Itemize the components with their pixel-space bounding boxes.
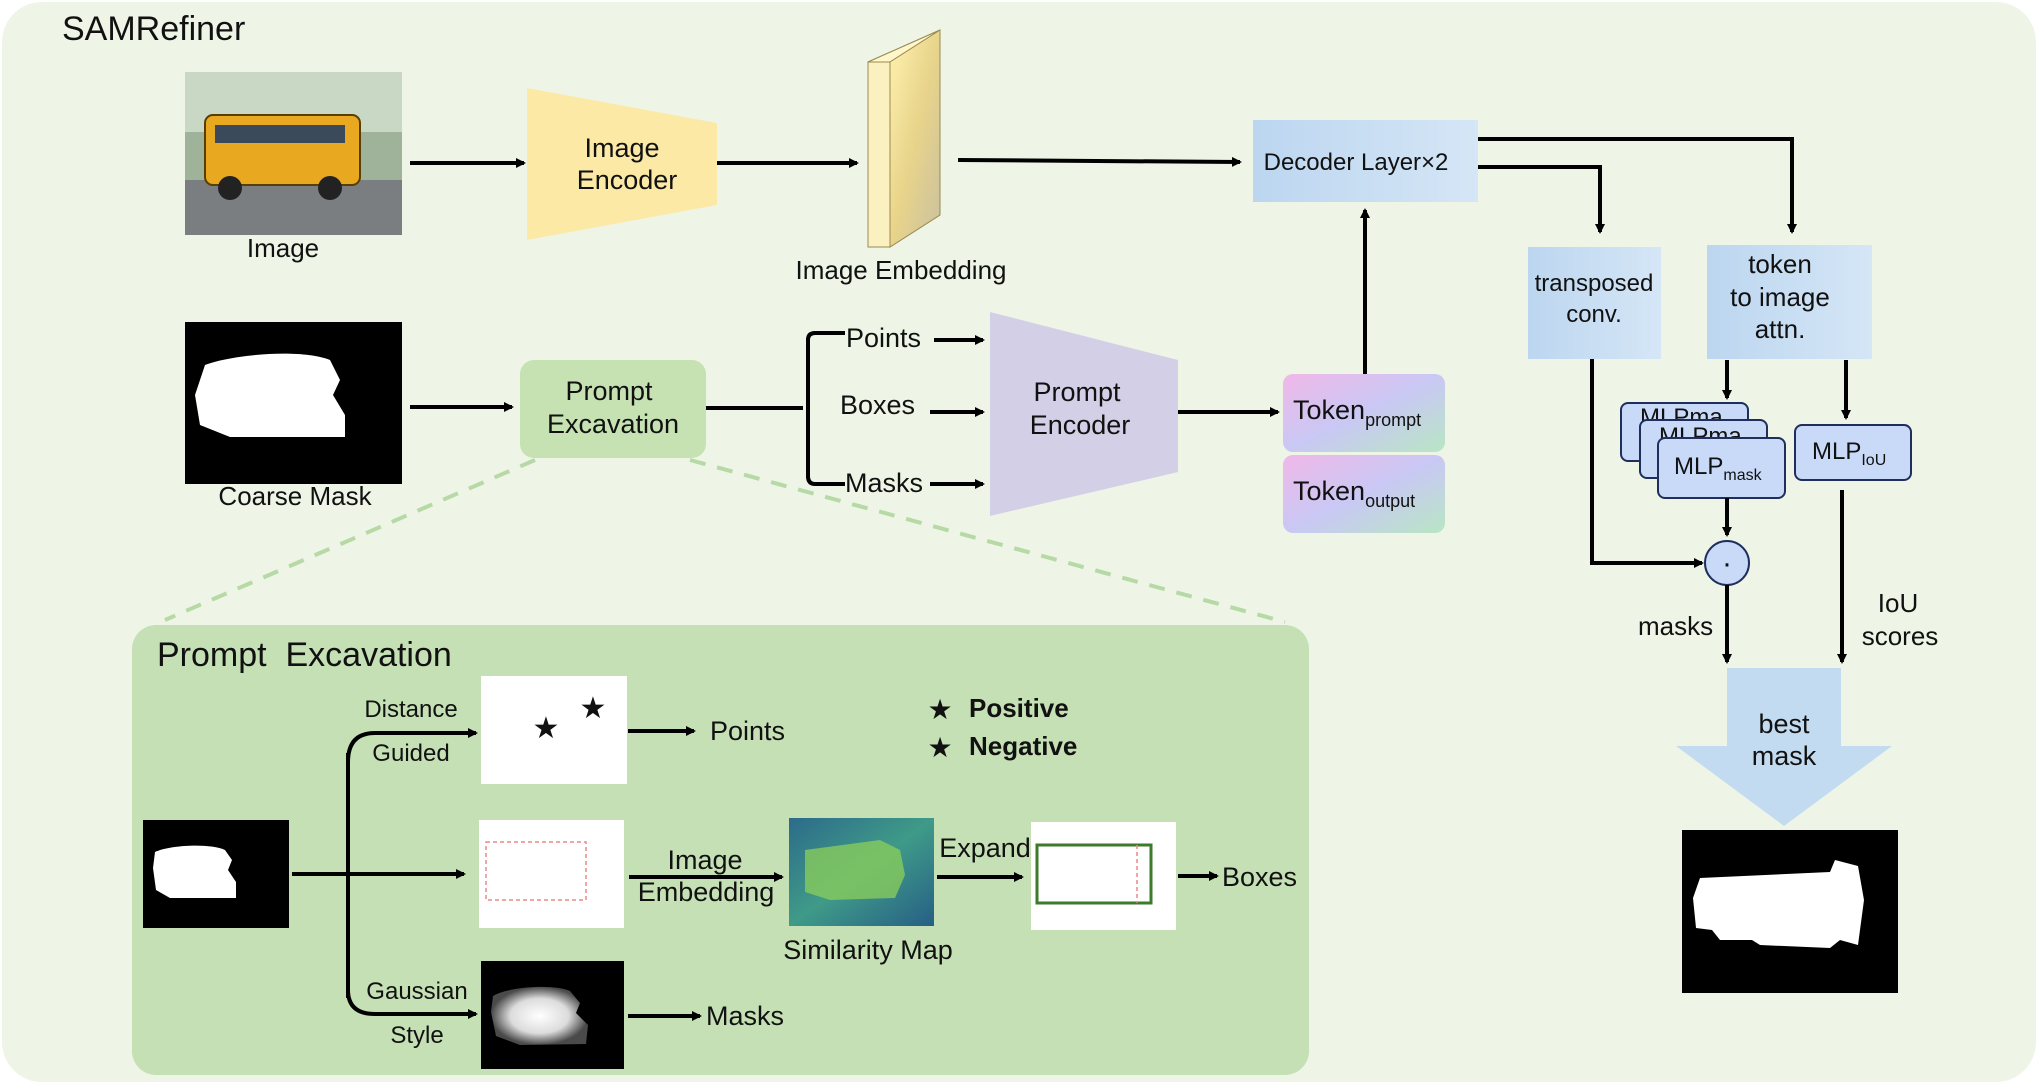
mlp-iou <box>1794 424 1912 481</box>
legend-positive-label: Positive <box>969 693 1069 723</box>
dot-product-symbol: · <box>1722 547 1732 580</box>
coarse-mask-label: Coarse Mask <box>218 481 372 511</box>
token-prompt-label: Tokenprompt <box>1293 395 1421 430</box>
decoder-label: Decoder Layer×2 <box>1264 149 1449 176</box>
mlp-mask <box>1657 437 1786 499</box>
box-prompt-dashed <box>485 841 587 901</box>
image-embedding-label-1: Image <box>667 845 742 875</box>
image-label: Image <box>247 233 319 263</box>
distance-guided-label-1: Distance <box>364 696 457 723</box>
prompt-excavation-panel <box>132 625 1309 1075</box>
arrow-decoder-to-transposed <box>1478 165 1605 234</box>
image-embedding-block <box>867 29 941 248</box>
coarse-mask-shape <box>195 353 345 437</box>
prompt-bracket <box>706 331 845 486</box>
gaussian-style-label-1: Gaussian <box>366 978 467 1005</box>
gaussian-style-label-2: Style <box>390 1022 443 1049</box>
image-encoder-label-2: Encoder <box>577 165 678 195</box>
masks-output-label: masks <box>1638 611 1713 641</box>
input-image <box>185 72 402 235</box>
legend-positive-star: ★ <box>927 694 952 725</box>
box-prompt-image <box>479 820 624 928</box>
transposed-conv <box>1528 247 1661 359</box>
token-output <box>1283 455 1445 533</box>
expand-label: Expand <box>939 833 1031 863</box>
prompt-points-label: Points <box>846 323 921 353</box>
iou-scores-label-1: IoU <box>1878 588 1918 618</box>
image-embedding-label: Image Embedding <box>795 255 1006 285</box>
legend-negative-label: Negative <box>969 731 1077 761</box>
token-output-label: Tokenoutput <box>1293 476 1415 511</box>
transposed-conv-label-2: conv. <box>1566 301 1622 328</box>
arrow-transposed-to-dot <box>1590 359 1704 568</box>
similarity-map-label: Similarity Map <box>783 935 953 965</box>
decoder-layer <box>1253 120 1478 202</box>
panel-coarse-mask-shape <box>153 845 236 898</box>
prompt-boxes-label: Boxes <box>840 390 915 420</box>
panel-masks-label: Masks <box>706 1001 784 1031</box>
token-to-image-attn <box>1707 245 1872 359</box>
mlp-iou-label: MLPIoU <box>1812 438 1886 469</box>
prompt-excavation-block <box>520 360 706 458</box>
best-mask-label-1: best <box>1758 709 1810 739</box>
distance-guided-label-2: Guided <box>372 740 449 767</box>
arrow-decoder-to-token-attn <box>1478 137 1797 234</box>
prompt-encoder-label-2: Encoder <box>1030 410 1131 440</box>
arrow-embedding-to-decoder <box>957 156 1242 167</box>
mlp-mask-label: MLPmask <box>1674 453 1763 484</box>
zoom-line-left <box>164 458 536 622</box>
panel-points-label: Points <box>710 716 785 746</box>
image-encoder <box>527 88 717 240</box>
positive-star: ★ <box>533 712 560 745</box>
image-embedding-label-2: Embedding <box>638 877 775 907</box>
panel-boxes-label: Boxes <box>1222 862 1297 892</box>
gaussian-mask-shape <box>491 986 588 1045</box>
transposed-conv-label-1: transposed <box>1535 270 1654 297</box>
image-encoder-label-1: Image <box>584 133 659 163</box>
negative-star: ★ <box>580 692 607 725</box>
diagram-title: SAMRefiner <box>62 10 245 48</box>
expanded-box-outline <box>1035 843 1153 905</box>
prompt-excavation-label-1: Prompt <box>565 376 653 406</box>
zoom-line-right <box>689 458 1286 624</box>
similarity-map-highlight <box>805 840 905 900</box>
output-mask-shape <box>1693 860 1864 948</box>
prompt-encoder-label-1: Prompt <box>1033 377 1121 407</box>
token-prompt <box>1283 374 1445 452</box>
token-attn-label-2: to image <box>1730 282 1830 312</box>
prompt-masks-label: Masks <box>845 468 923 498</box>
points-image <box>481 676 627 784</box>
best-mask-arrow <box>1676 668 1892 826</box>
token-attn-label-3: attn. <box>1755 314 1806 344</box>
expanded-box-image <box>1031 822 1176 930</box>
panel-title: Prompt Excavation <box>157 636 452 674</box>
token-attn-label-1: token <box>1748 249 1812 279</box>
legend-negative-star: ★ <box>927 732 952 763</box>
iou-scores-label-2: scores <box>1862 621 1939 651</box>
prompt-encoder <box>990 312 1178 516</box>
best-mask-label-2: mask <box>1752 741 1817 771</box>
prompt-excavation-label-2: Excavation <box>547 409 679 439</box>
